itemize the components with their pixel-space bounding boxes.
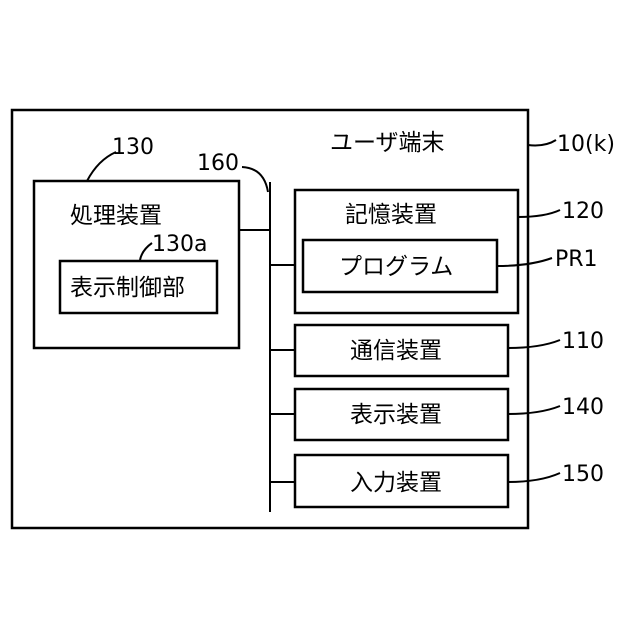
- terminal-ref: 10(k): [557, 132, 615, 157]
- terminal-title: ユーザ端末: [330, 130, 445, 156]
- display-control-label: 表示制御部: [70, 275, 185, 301]
- communication-label: 通信装置: [350, 338, 442, 364]
- storage-ref: 120: [562, 199, 604, 224]
- leader-110: [508, 340, 560, 348]
- bus-ref: 160: [197, 151, 239, 176]
- leader-130a: [140, 243, 152, 260]
- leader-PR1: [497, 258, 552, 266]
- storage-label: 記憶装置: [345, 202, 437, 228]
- leader-160: [242, 167, 268, 192]
- communication-ref: 110: [562, 329, 604, 354]
- input-device-ref: 150: [562, 462, 604, 487]
- leader-120: [518, 210, 560, 217]
- display-control-ref: 130a: [152, 232, 207, 257]
- leader-10k: [528, 140, 556, 145]
- display-device-label: 表示装置: [350, 402, 442, 428]
- program-label: プログラム: [339, 254, 453, 280]
- leader-140: [508, 406, 560, 414]
- leader-150: [508, 473, 560, 482]
- processing-label: 処理装置: [70, 203, 162, 229]
- program-ref: PR1: [555, 247, 598, 272]
- input-device-label: 入力装置: [350, 470, 442, 496]
- processing-ref: 130: [112, 135, 154, 160]
- display-device-ref: 140: [562, 395, 604, 420]
